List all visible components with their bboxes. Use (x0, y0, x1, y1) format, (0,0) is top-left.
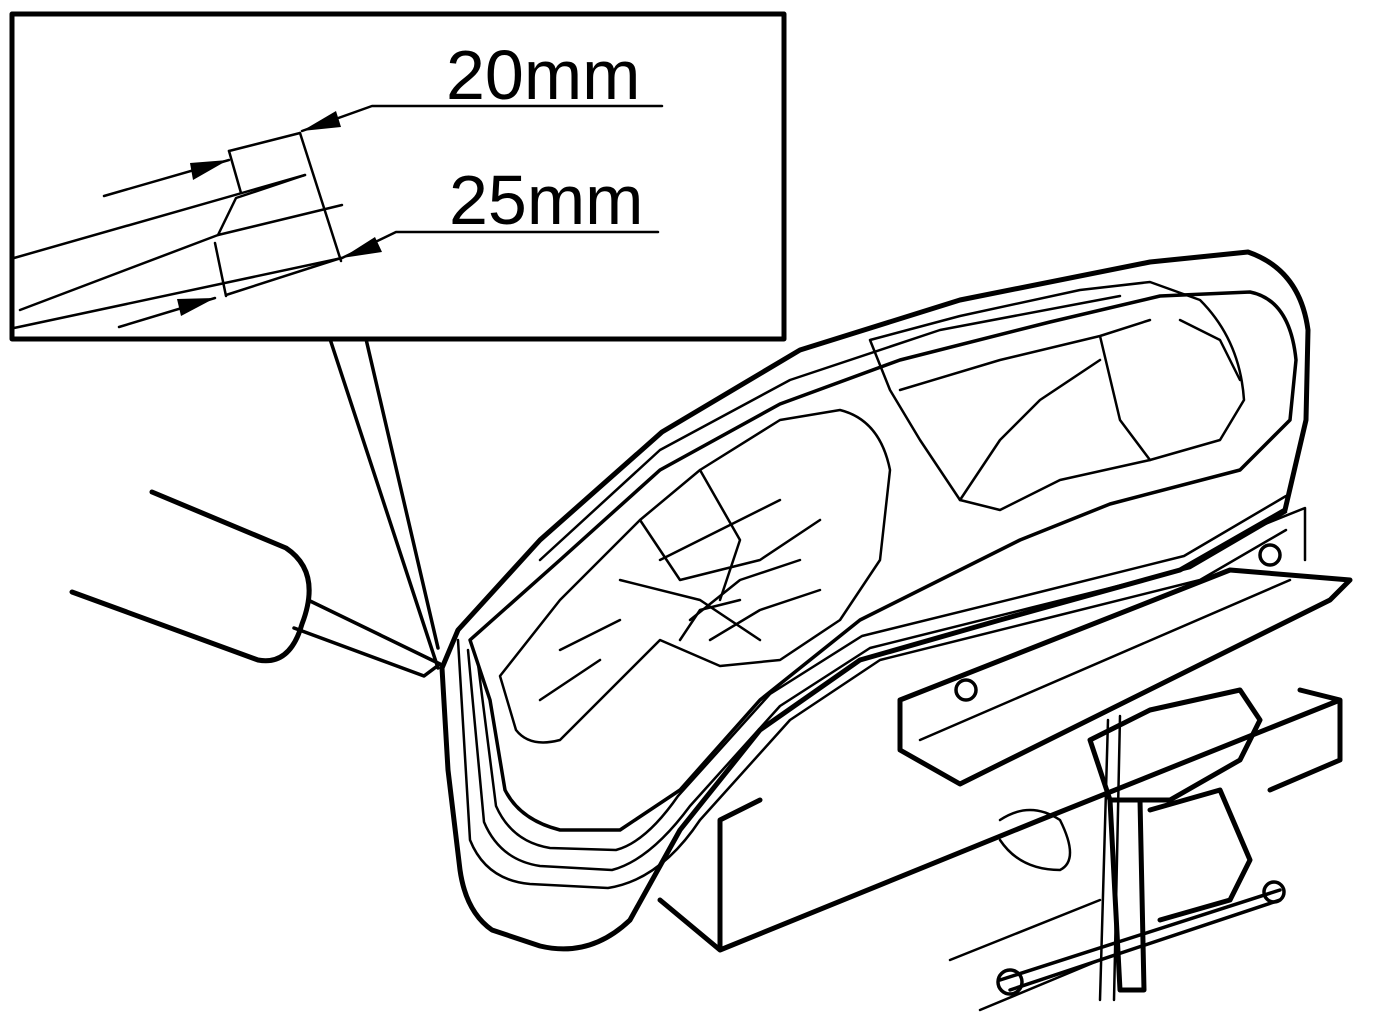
flange-line-1 (456, 528, 1288, 890)
inner-rim (468, 290, 1298, 832)
lamp-reflector-lines (538, 498, 822, 702)
arrow-head-20mm (302, 111, 341, 131)
callout-leader-left (328, 337, 440, 670)
tool-body (69, 489, 312, 664)
lamp-cavity-left-detail (618, 468, 822, 642)
part-outer-outline (439, 249, 1311, 952)
lamp-cavity-right (868, 280, 1246, 512)
bracket-tab (1248, 506, 1307, 562)
vice-handle-end-left (996, 968, 1024, 996)
bumper-part (439, 249, 1311, 952)
vice-screw (998, 888, 1282, 992)
callout-frame (9, 11, 787, 342)
lamp-cavity-left (498, 408, 892, 744)
bracket-bolt-left (954, 678, 978, 702)
vice-jaw (1087, 687, 1263, 803)
extension-line-b (298, 131, 343, 263)
flange-inner (18, 233, 220, 312)
bracket-plate (897, 567, 1353, 787)
lamp-cavity-right-detail (898, 318, 1242, 502)
bracket-bolt-right (1258, 543, 1282, 567)
vice-body (1107, 787, 1253, 993)
dimension-line-25 (224, 256, 343, 297)
label-20mm: 20mm (446, 36, 640, 114)
vice-rod (1098, 714, 1122, 1002)
arrow-head-25mm (342, 237, 382, 258)
tool-tip (292, 598, 442, 678)
extension-line-a (227, 149, 243, 195)
flange-line-2 (466, 510, 1288, 872)
callout-leader-right (364, 337, 440, 650)
vice-base (948, 808, 1102, 1012)
vice-handle-end-right (1262, 880, 1286, 904)
arrow-head-lower-left (177, 298, 215, 316)
flange-bend (216, 173, 344, 237)
flange-line-3 (476, 494, 1288, 852)
edge-line-lower (12, 256, 344, 330)
edge-line-upper (12, 173, 307, 260)
extension-line-c (213, 241, 228, 298)
block-outline (657, 687, 1343, 953)
detail-callout: 20mm 25mm (9, 11, 787, 342)
support-block (657, 687, 1343, 953)
dimension-line-20 (227, 131, 302, 153)
tool (69, 489, 442, 678)
label-25mm: 25mm (449, 161, 643, 239)
bracket-edge (918, 578, 1292, 742)
top-edge-line (538, 294, 1122, 562)
bench-vice (948, 687, 1286, 1012)
mounting-bracket (897, 506, 1353, 787)
arrow-head-upper-left (190, 160, 228, 180)
